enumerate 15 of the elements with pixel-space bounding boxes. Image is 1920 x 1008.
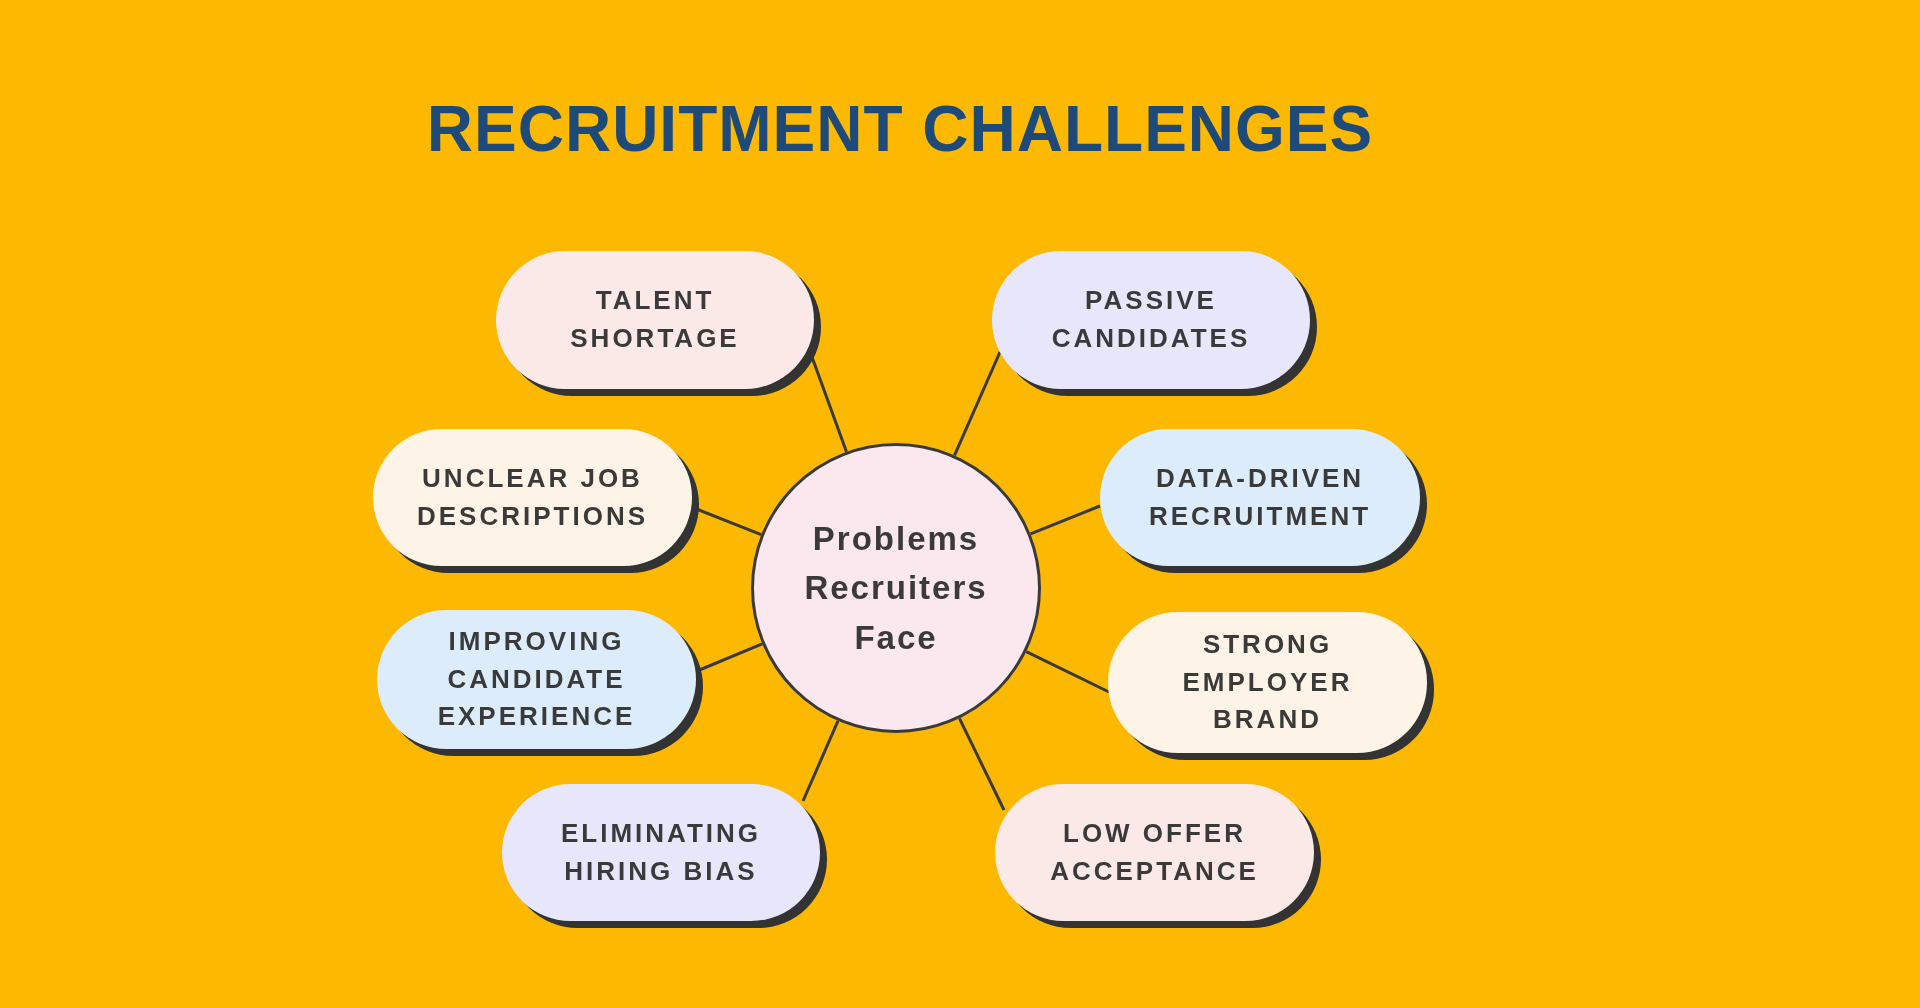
challenge-text: IMPROVING CANDIDATE EXPERIENCE [436, 624, 637, 734]
challenge-text: UNCLEAR JOB DESCRIPTIONS [416, 461, 649, 533]
center-text: Problems Recruiters Face [803, 518, 989, 658]
challenge-text: ELIMINATING HIRING BIAS [559, 816, 763, 888]
challenge-text: LOW OFFER ACCEPTANCE [1049, 816, 1260, 888]
connector-line [1029, 504, 1101, 536]
connector-line [1025, 650, 1110, 694]
challenge-text: PASSIVE CANDIDATES [1050, 284, 1252, 355]
connector-line [801, 720, 840, 802]
challenge-text: DATA-DRIVEN RECRUITMENT [1147, 461, 1373, 533]
title: RECRUITMENT CHALLENGES [425, 92, 1375, 166]
connector-line [958, 717, 1006, 811]
connector-line [953, 351, 1002, 456]
challenge-text: TALENT SHORTAGE [569, 284, 741, 355]
challenge-text: STRONG EMPLOYER BRAND [1181, 627, 1354, 737]
